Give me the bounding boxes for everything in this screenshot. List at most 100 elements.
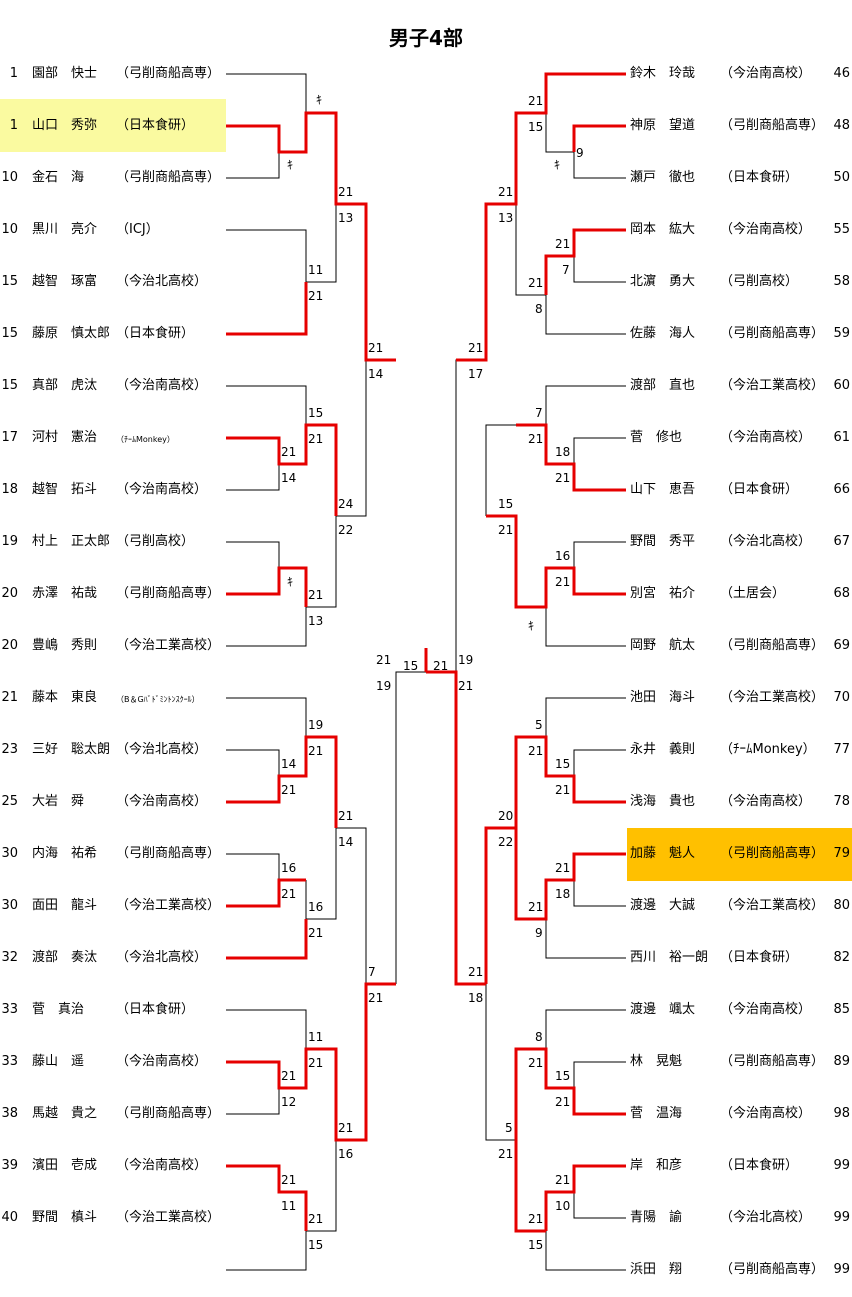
player-club: （今治北高校） xyxy=(116,274,208,289)
player-name: 山下 恵吾 xyxy=(630,482,696,497)
player-seed: 69 xyxy=(833,638,850,653)
player-seed: 99 xyxy=(833,1158,850,1173)
player-club: （日本食研） xyxy=(720,170,799,185)
player-club: （日本食研） xyxy=(720,950,799,965)
player-seed: 67 xyxy=(833,534,850,549)
player-seed: 78 xyxy=(833,794,850,809)
player-name: 面田 龍斗 xyxy=(32,898,98,913)
player-seed: 32 xyxy=(1,950,18,965)
score-label: 19 xyxy=(308,718,323,732)
player-name: 浅海 貴也 xyxy=(630,794,696,809)
score-label: 15 xyxy=(308,1238,323,1252)
player-seed: 40 xyxy=(1,1210,18,1225)
player-name: 藤本 東良 xyxy=(32,690,98,705)
highlight-yellow xyxy=(0,99,226,152)
player-seed: 20 xyxy=(1,586,18,601)
player-club: （弓削商船高専） xyxy=(116,586,221,601)
player-club: （今治南高校） xyxy=(116,378,208,393)
score-label: 5 xyxy=(505,1121,513,1135)
player-name: 神原 望道 xyxy=(630,118,696,133)
player-name: 北濵 勇大 xyxy=(630,274,696,289)
player-name: 渡部 直也 xyxy=(630,378,696,393)
player-club: （今治北高校） xyxy=(116,950,208,965)
player-name: 園部 快士 xyxy=(32,66,98,81)
score-label: 21 xyxy=(468,965,483,979)
player-seed: 55 xyxy=(833,222,850,237)
score-label: 21 xyxy=(528,744,543,758)
score-label: 21 xyxy=(498,1147,513,1161)
player-seed: 17 xyxy=(1,430,18,445)
score-label: 21 xyxy=(528,1056,543,1070)
player-name: 渡邊 大誠 xyxy=(630,898,696,913)
player-name: 馬越 貴之 xyxy=(32,1106,98,1121)
score-label: ｷ xyxy=(287,158,293,172)
highlight-orange xyxy=(627,828,852,881)
score-label: 21 xyxy=(468,341,483,355)
player-seed: 10 xyxy=(1,170,18,185)
score-label: 14 xyxy=(281,471,296,485)
player-club: （弓削商船高専） xyxy=(720,1262,825,1277)
score-label: 22 xyxy=(498,835,513,849)
player-name: 黒川 亮介 xyxy=(32,222,98,237)
player-seed: 68 xyxy=(833,586,850,601)
player-name: 岡野 航太 xyxy=(630,638,696,653)
player-name: 藤山 遥 xyxy=(32,1054,85,1069)
player-club: （日本食研） xyxy=(116,1002,195,1017)
player-club: （ﾁｰﾑMonkey） xyxy=(720,742,816,757)
score-label: 5 xyxy=(535,718,543,732)
player-name: 真部 虎汰 xyxy=(32,378,98,393)
score-label: 21 xyxy=(376,653,391,667)
player-club: （今治南高校） xyxy=(720,1106,812,1121)
player-name: 加藤 魁人 xyxy=(630,846,696,861)
player-name: 岡本 紘大 xyxy=(630,222,696,237)
score-label: 15 xyxy=(528,120,543,134)
player-seed: 70 xyxy=(833,690,850,705)
score-label: 21 xyxy=(308,744,323,758)
player-club: （日本食研） xyxy=(720,1158,799,1173)
player-club: （今治工業高校） xyxy=(116,638,221,653)
score-label: 21 xyxy=(458,679,473,693)
score-label: ｷ xyxy=(528,619,534,633)
score-label: 21 xyxy=(498,523,513,537)
player-name: 岸 和彦 xyxy=(630,1158,683,1173)
player-club: （今治南高校） xyxy=(720,430,812,445)
player-name: 別宮 祐介 xyxy=(630,586,696,601)
score-label: 7 xyxy=(368,965,376,979)
player-name: 渡邊 颯太 xyxy=(630,1002,696,1017)
player-seed: 46 xyxy=(833,66,850,81)
player-club: （今治北高校） xyxy=(720,534,812,549)
player-seed: 77 xyxy=(833,742,850,757)
player-name: 越智 拓斗 xyxy=(32,482,98,497)
player-seed: 99 xyxy=(833,1210,850,1225)
score-label: 21 xyxy=(308,432,323,446)
score-label: 16 xyxy=(308,900,323,914)
score-label: 15 xyxy=(498,497,513,511)
player-club: （今治工業高校） xyxy=(720,378,825,393)
player-seed: 33 xyxy=(1,1002,18,1017)
player-club: （今治南高校） xyxy=(116,794,208,809)
score-label: 21 xyxy=(368,341,383,355)
player-seed: 82 xyxy=(833,950,850,965)
player-name: 池田 海斗 xyxy=(630,690,696,705)
score-label: 21 xyxy=(338,185,353,199)
player-club: （土居会） xyxy=(720,586,786,601)
score-label: 18 xyxy=(468,991,483,1005)
player-seed: 98 xyxy=(833,1106,850,1121)
score-label: 15 xyxy=(555,757,570,771)
player-seed: 10 xyxy=(1,222,18,237)
player-club: （弓削商船高専） xyxy=(116,1106,221,1121)
score-label: 21 xyxy=(368,991,383,1005)
score-label: 21 xyxy=(528,94,543,108)
player-club: （日本食研） xyxy=(116,326,195,341)
player-name: 佐藤 海人 xyxy=(630,326,696,341)
player-club: （今治南高校） xyxy=(116,1054,208,1069)
player-name: 浜田 翔 xyxy=(630,1262,683,1277)
player-club: （弓削高校） xyxy=(720,274,799,289)
score-label: 21 xyxy=(281,1069,296,1083)
player-name: 菅 真治 xyxy=(32,1002,85,1017)
player-club: （弓削商船高専） xyxy=(116,846,221,861)
player-name: 青陽 諭 xyxy=(630,1210,683,1225)
score-label: 13 xyxy=(498,211,513,225)
score-label: 21 xyxy=(308,926,323,940)
score-label: 14 xyxy=(368,367,383,381)
